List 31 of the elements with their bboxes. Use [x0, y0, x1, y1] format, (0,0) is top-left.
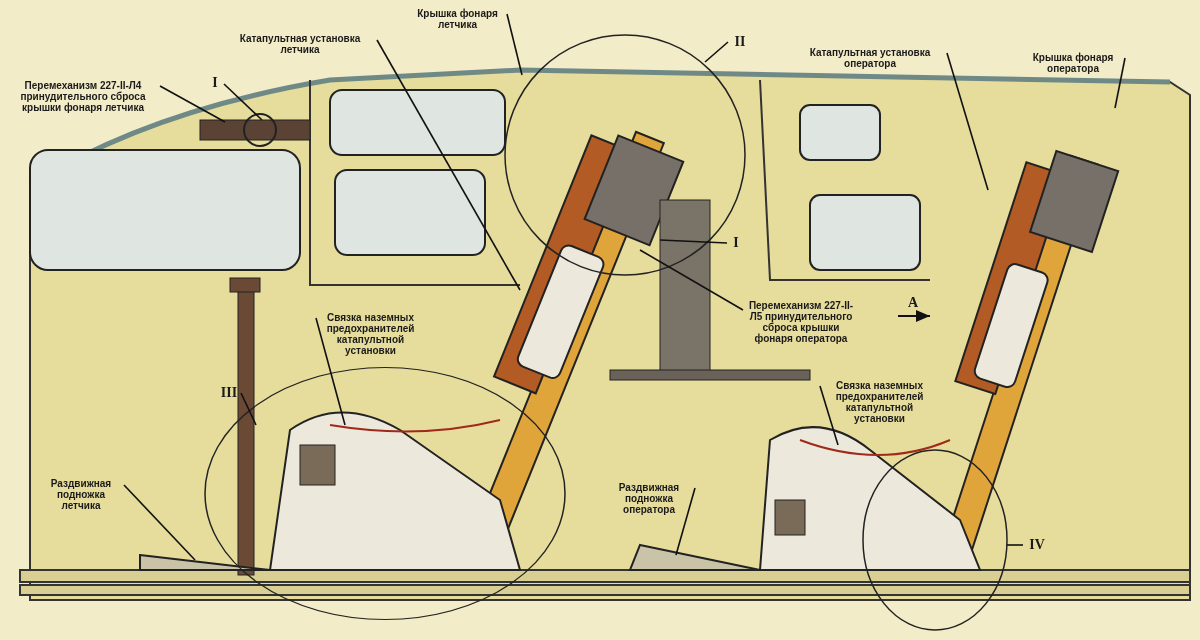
- callout-number: I: [208, 76, 222, 90]
- leader-line: [639, 249, 744, 311]
- leader-line: [659, 239, 728, 244]
- leader-line: [1006, 544, 1024, 546]
- leader-line: [159, 85, 226, 123]
- callout-number: I: [729, 236, 743, 250]
- leader-line: [704, 41, 729, 63]
- callout-number: III: [218, 386, 240, 400]
- part-label: Связка наземных предохранителей катапультной установки: [318, 312, 423, 356]
- part-label: Катапультная установка летчика: [225, 33, 375, 55]
- leader-line: [123, 484, 196, 561]
- view-letter: A: [906, 296, 920, 310]
- part-label: Крышка фонаря оператора: [1023, 52, 1123, 74]
- part-label: Перемеханизм 227-II-Л4 принудительного сброса крышки фонаря летчика: [8, 80, 158, 113]
- part-label: Перемеханизм 227-II-Л5 принудительного сброса крышки фонаря оператора: [745, 300, 857, 344]
- leader-line: [376, 39, 521, 291]
- part-label: Связка наземных предохранителей катапультной установки: [822, 380, 937, 424]
- callout-number: IV: [1025, 538, 1049, 552]
- part-label: Крышка фонаря летчика: [410, 8, 505, 30]
- callout-number: II: [730, 35, 750, 49]
- leader-line: [675, 487, 696, 556]
- leader-line: [223, 83, 263, 121]
- leader-line: [1114, 57, 1126, 109]
- part-label: Катапультная установка оператора: [795, 47, 945, 69]
- leader-line: [819, 385, 839, 446]
- leader-line: [946, 52, 989, 191]
- part-label: Раздвижная подножка летчика: [40, 478, 122, 511]
- leader-line: [240, 392, 257, 426]
- leader-line: [315, 317, 346, 426]
- part-label: Раздвижная подножка оператора: [605, 482, 693, 515]
- leader-line: [506, 13, 523, 76]
